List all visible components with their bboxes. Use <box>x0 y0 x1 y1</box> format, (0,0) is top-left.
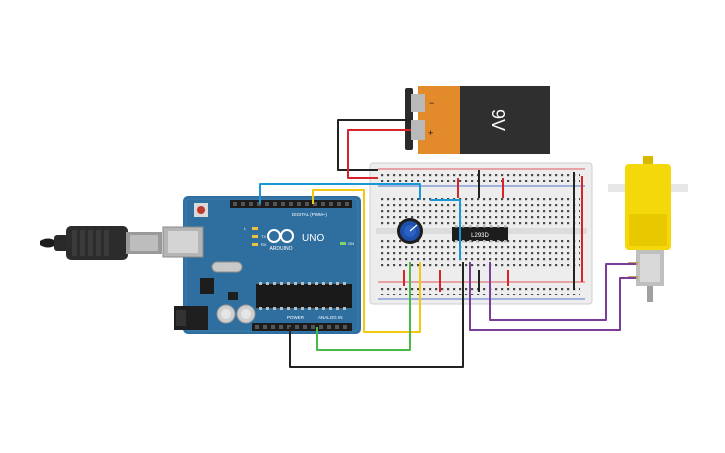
battery-voltage-label: 9V <box>488 109 508 131</box>
digital-header-label: DIGITAL (PWM~) <box>292 212 327 217</box>
digital-pin-yellow-wire[interactable] <box>312 189 421 333</box>
arduino-brand-label: ARDUINO <box>269 246 292 252</box>
battery-negative-wire[interactable] <box>337 119 411 171</box>
battery-plus-label: + <box>428 128 433 138</box>
power-header-label: POWER <box>287 315 305 320</box>
arduino-uno-board[interactable]: ARDUINO UNO DIGITAL (PWM~) ANALOG IN POW… <box>162 196 361 334</box>
analog-pin-green-wire[interactable] <box>316 262 411 351</box>
motor-wire-a[interactable] <box>469 262 636 331</box>
arduino-logo-icon <box>267 229 294 243</box>
l293d-chip-label: L293D <box>471 233 489 239</box>
l293d-driver-chip[interactable]: L293D <box>452 225 508 243</box>
ground-wire[interactable] <box>289 262 464 368</box>
battery-9v[interactable]: − + 9V <box>405 86 550 154</box>
dc-gear-motor[interactable] <box>608 156 688 302</box>
analog-header-label: ANALOG IN <box>318 315 343 320</box>
breadboard-jumpers <box>403 170 583 292</box>
on-led-label: ON <box>348 241 354 246</box>
tx-led-label: TX <box>261 234 266 239</box>
motor-wire-b[interactable] <box>489 262 636 321</box>
rx-led-label: RX <box>261 242 267 247</box>
usb-cable[interactable] <box>40 226 162 260</box>
battery-minus-label: − <box>429 98 434 108</box>
battery-positive-wire[interactable] <box>347 129 411 179</box>
digital-pin-blue-wire[interactable] <box>259 183 421 204</box>
potentiometer[interactable] <box>397 218 423 244</box>
breadboard-blue-jumper[interactable] <box>430 199 461 260</box>
arduino-model-label: UNO <box>302 233 324 244</box>
l-led-label: L <box>244 226 247 231</box>
